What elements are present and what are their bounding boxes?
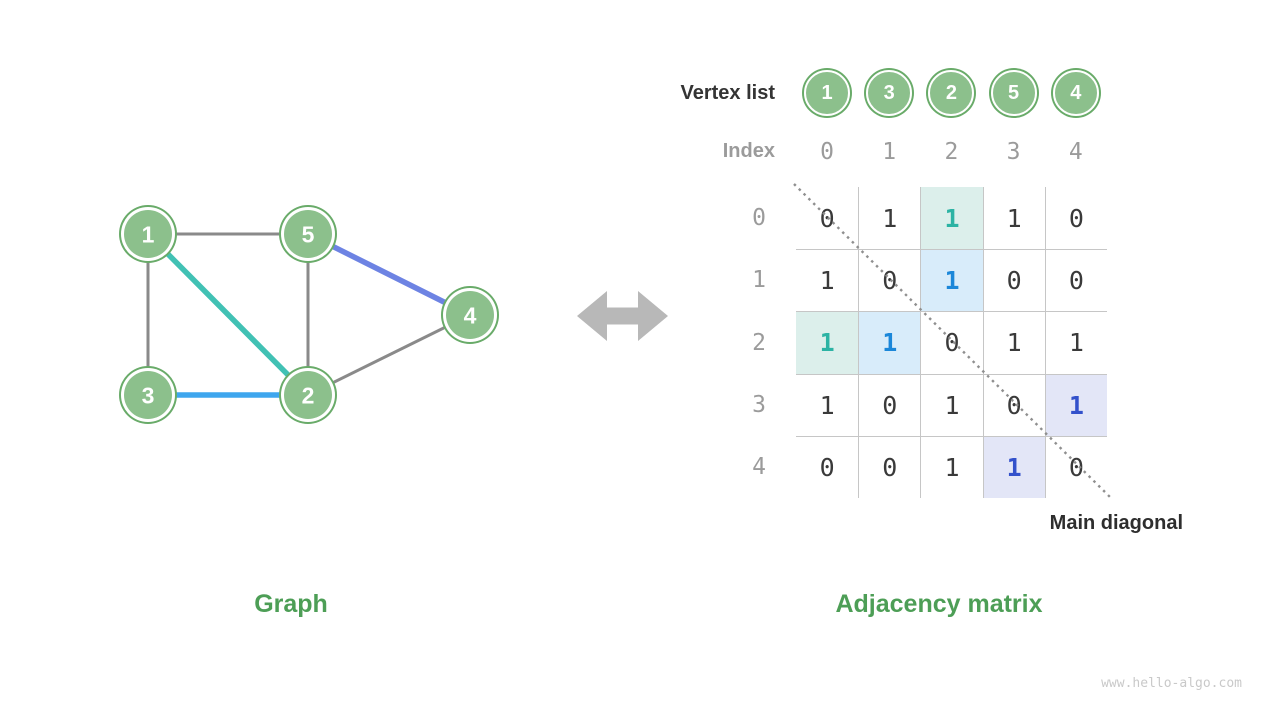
matrix-cell-r4c1: 0 (858, 435, 921, 498)
vertex-list-label: Vertex list (680, 82, 775, 104)
double-arrow-icon (577, 291, 668, 341)
vertex-list-item-3: 3 (866, 70, 913, 116)
matrix-cell-r1c2: 1 (920, 249, 983, 312)
graph-edge-1-2 (146, 232, 310, 397)
row-label-1: 1 (752, 267, 766, 294)
vertex-list-item-5: 5 (990, 70, 1037, 116)
adjacency-matrix-caption: Adjacency matrix (835, 590, 1043, 618)
graph-vertex-1: 1 (119, 205, 177, 263)
matrix-cell-r3c3: 0 (982, 373, 1045, 436)
graph-vertex-3: 3 (119, 366, 177, 424)
matrix-cell-r3c4: 1 (1044, 373, 1107, 436)
graph-caption: Graph (254, 590, 328, 618)
graph-vertex-label: 1 (142, 221, 155, 247)
index-value-2: 2 (944, 139, 959, 165)
graph-edge-2-4 (307, 313, 471, 397)
graph-vertex-4: 4 (441, 286, 499, 344)
vertex-list-item-1: 1 (804, 70, 850, 116)
main-diagonal-line (793, 183, 1113, 500)
row-label-2: 2 (752, 329, 766, 356)
matrix-cell-r0c1: 1 (858, 187, 920, 250)
matrix-cell-r2c1: 1 (858, 311, 921, 374)
graph-vertex-label: 2 (302, 382, 315, 408)
row-label-0: 0 (752, 205, 766, 232)
matrix-cell-r3c2: 1 (920, 373, 983, 436)
graph-vertex-label: 3 (142, 382, 155, 408)
index-value-0: 0 (820, 139, 834, 165)
watermark: www.hello-algo.com (1101, 676, 1242, 691)
index-label: Index (722, 140, 775, 162)
matrix-cell-r2c2: 0 (920, 311, 983, 374)
matrix-cell-r0c2: 1 (920, 187, 983, 250)
graph-vertex-label: 4 (464, 302, 477, 328)
matrix-cell-r0c0: 0 (819, 203, 835, 233)
graph-vertex-2: 2 (279, 366, 337, 424)
matrix-cell-r2c0: 1 (796, 311, 859, 374)
graph-vertex-label: 5 (302, 221, 315, 247)
matrix-cell-r2c3: 1 (982, 311, 1045, 374)
matrix-cell-r2c4: 1 (1044, 311, 1107, 374)
matrix-cell-r3c0: 1 (796, 373, 859, 436)
matrix-cell-r0c4: 0 (1044, 187, 1107, 250)
graph-figure: 1 5 4 3 2 (119, 205, 499, 424)
graph-vertex-5: 5 (279, 205, 337, 263)
matrix-cell-r1c3: 0 (982, 249, 1045, 312)
vertex-list-item-2: 2 (928, 70, 975, 116)
index-value-3: 3 (1006, 139, 1021, 165)
matrix-cell-r1c1: 0 (858, 249, 921, 312)
matrix-cell-r1c4: 0 (1044, 249, 1107, 312)
main-diagonal-label: Main diagonal (1049, 512, 1183, 534)
matrix-cell-r3c1: 0 (858, 373, 921, 436)
matrix-cell-r4c3: 1 (982, 435, 1045, 498)
matrix-cell-r1c0: 1 (796, 249, 859, 311)
row-label-3: 3 (752, 391, 766, 418)
matrix-cell-r0c3: 1 (982, 187, 1045, 250)
matrix-cell-r4c2: 1 (920, 435, 983, 498)
matrix-cell-r4c0: 0 (796, 435, 859, 498)
matrix-cell-r4c4: 0 (1044, 435, 1107, 498)
vertex-list-item-4: 4 (1052, 70, 1099, 116)
graph-edge-5-4 (306, 231, 472, 318)
index-value-4: 4 (1068, 139, 1083, 165)
row-label-4: 4 (752, 453, 766, 480)
index-value-1: 1 (882, 139, 897, 165)
